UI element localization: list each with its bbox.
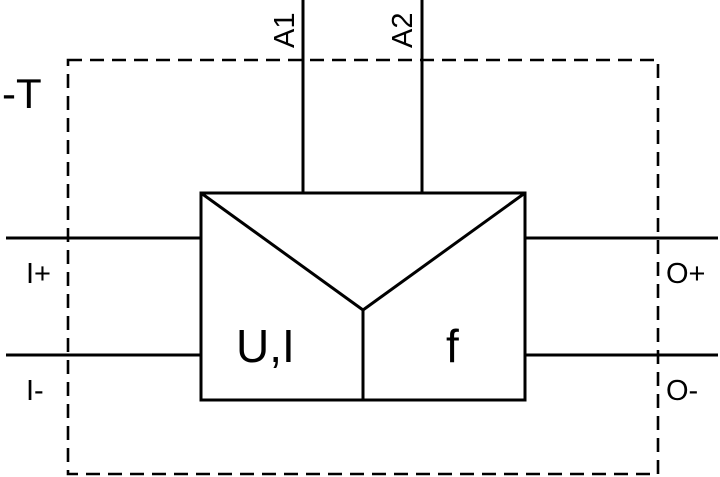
- converter-diagonal-left: [200, 191, 364, 312]
- terminal-label-a1: A1: [269, 13, 301, 48]
- terminal-label-output-negative: O-: [666, 375, 698, 407]
- converter-diagonal-right: [362, 191, 526, 312]
- terminal-label-input-positive: I+: [26, 258, 51, 290]
- device-designation: -T: [2, 70, 42, 117]
- terminal-label-output-positive: O+: [666, 258, 706, 290]
- terminal-label-input-negative: I-: [26, 375, 44, 407]
- device-enclosure: [66, 58, 660, 476]
- converter-output-quantity: f: [446, 320, 459, 372]
- terminal-label-a2: A2: [387, 13, 419, 48]
- converter-input-quantity: U,I: [236, 320, 295, 372]
